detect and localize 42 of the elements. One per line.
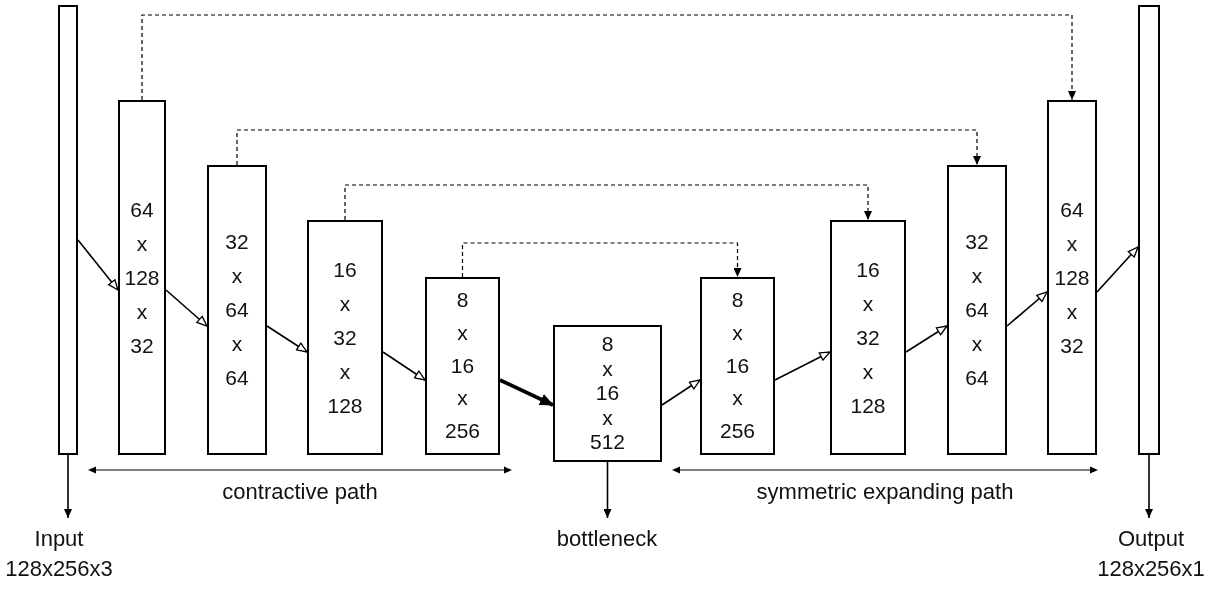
layer-box <box>947 165 1007 455</box>
arrow <box>165 289 208 327</box>
skip-connection-arrow <box>236 129 981 166</box>
layer-size-text: 32 x 64 x 64 <box>965 229 989 391</box>
layer-size-text: 8 x 16 x 512 <box>589 332 625 455</box>
layer-size-text: 32 x 64 x 64 <box>225 229 249 391</box>
layer-size-text: 64 x 128 x 32 <box>124 196 160 359</box>
arrow <box>603 461 612 519</box>
io-label: Input 128x256x3 <box>0 524 118 584</box>
layer-size-text: 8 x 16 x 256 <box>719 287 755 445</box>
arrow <box>905 325 948 353</box>
arrow <box>77 239 119 291</box>
layer-bar <box>1138 5 1160 455</box>
arrow <box>382 351 426 381</box>
layer-box <box>307 220 383 455</box>
skip-connection-arrow <box>461 242 742 278</box>
layer-size-text: 16 x 32 x 128 <box>850 256 886 419</box>
skip-connection-arrow <box>344 184 872 221</box>
arrow <box>499 378 554 407</box>
layer-box <box>118 100 166 455</box>
layer-size-text: 64 x 128 x 32 <box>1054 196 1090 359</box>
arrow <box>64 454 72 519</box>
arrow <box>1145 454 1153 519</box>
layer-box <box>1047 100 1097 455</box>
layer-box <box>830 220 906 455</box>
layer-box <box>700 277 775 455</box>
skip-connection-arrow <box>141 14 1076 101</box>
io-label: Output 128x256x1 <box>1092 524 1210 584</box>
io-label: bottleneck <box>550 524 664 554</box>
layer-size-text: 8 x 16 x 256 <box>444 287 480 445</box>
layer-box <box>207 165 267 455</box>
layer-bar <box>58 5 78 455</box>
layer-size-text: 16 x 32 x 128 <box>327 256 363 419</box>
layer-box <box>553 325 662 462</box>
arrow <box>1096 246 1139 293</box>
path-label: symmetric expanding path <box>756 478 1014 506</box>
arrow <box>1006 291 1048 327</box>
arrow <box>266 325 308 353</box>
arrow <box>774 351 831 381</box>
layer-box <box>425 277 500 455</box>
arrow <box>661 379 701 406</box>
path-label: contractive path <box>222 478 378 506</box>
